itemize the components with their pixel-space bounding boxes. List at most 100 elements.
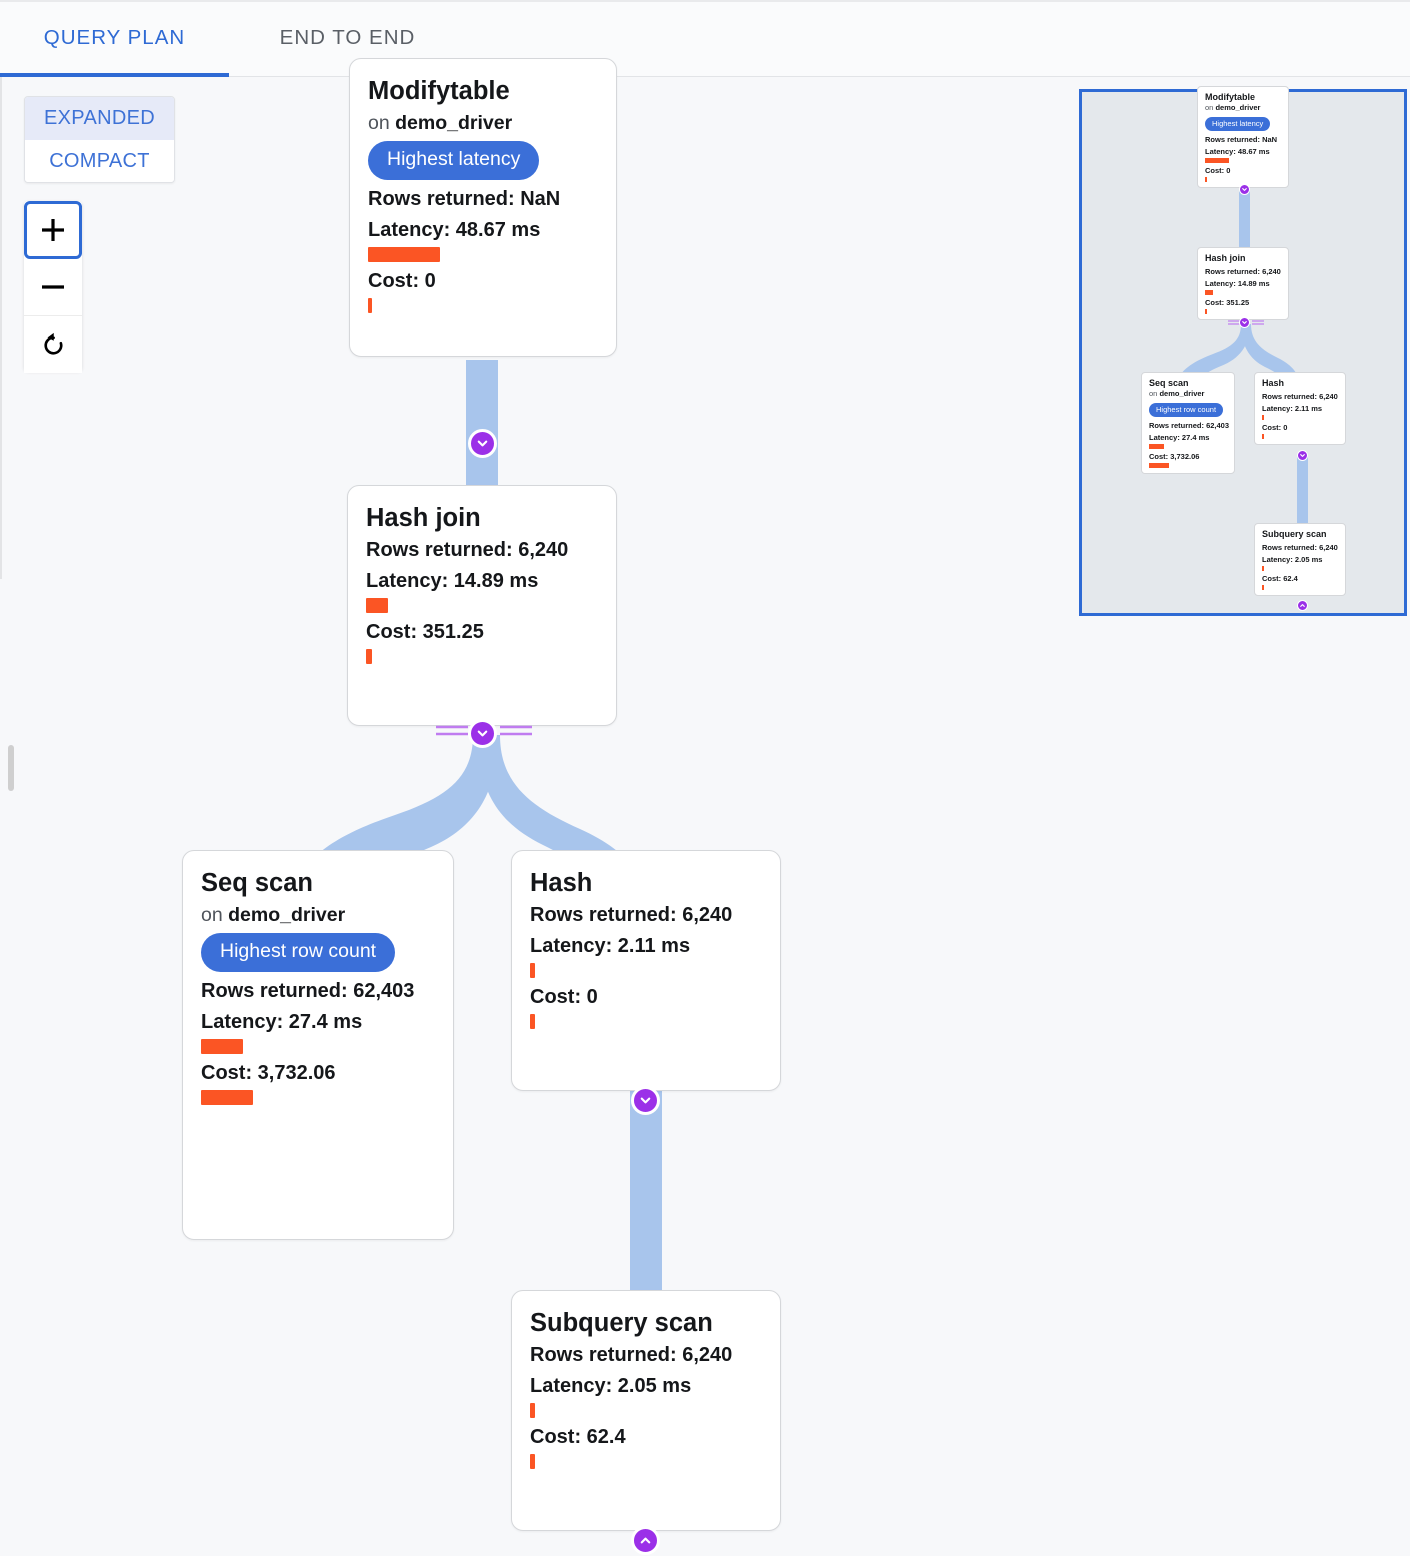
expand-handle-subquery-scan[interactable] bbox=[631, 1526, 660, 1555]
node-latency-bar bbox=[368, 246, 440, 262]
minimap-handle-subquery-scan bbox=[1297, 600, 1308, 611]
minimap-node-modifytable: Modifytable on demo_driver Highest laten… bbox=[1197, 86, 1289, 188]
chevron-down-icon bbox=[1300, 454, 1305, 457]
node-cost-bar bbox=[530, 1014, 535, 1030]
node-rows: Rows returned: NaN bbox=[1205, 135, 1278, 144]
minus-icon bbox=[42, 285, 64, 289]
minimap-handle-modifytable bbox=[1239, 184, 1250, 195]
node-title: Hash join bbox=[1205, 253, 1246, 263]
node-latency-bar bbox=[201, 1038, 243, 1054]
node-latency: Latency: 48.67 ms bbox=[1205, 147, 1270, 156]
node-relation-prefix: on bbox=[201, 904, 223, 927]
node-title: Hash bbox=[530, 869, 593, 897]
plan-node-hash[interactable]: Hash Rows returned: 6,240 Latency: 2.11 … bbox=[511, 850, 781, 1091]
node-cost: Cost: 0 bbox=[530, 986, 598, 1009]
node-latency: Latency: 14.89 ms bbox=[366, 570, 539, 593]
minimap-viewport[interactable]: Modifytable on demo_driver Highest laten… bbox=[1079, 86, 1407, 616]
node-relation: on demo_driver bbox=[1205, 103, 1282, 113]
node-cost-bar bbox=[530, 1454, 535, 1470]
node-cost-bar bbox=[1149, 463, 1169, 468]
node-cost: Cost: 351.25 bbox=[1205, 298, 1250, 308]
node-cost: Cost: 62.4 bbox=[530, 1426, 626, 1449]
node-title: Subquery scan bbox=[530, 1309, 713, 1337]
collapse-handle-hash[interactable] bbox=[631, 1086, 660, 1115]
minimap-handle-hash-join bbox=[1239, 317, 1250, 328]
node-cost: Cost: 62.4 bbox=[1262, 574, 1298, 584]
node-rows: Rows returned: 62,403 bbox=[1149, 421, 1230, 430]
node-title: Modifytable bbox=[368, 77, 510, 105]
chevron-up-icon bbox=[640, 1537, 651, 1544]
node-latency-bar bbox=[530, 1403, 535, 1419]
node-title: Seq scan bbox=[1149, 378, 1189, 388]
node-badge: Highest latency bbox=[1205, 117, 1271, 131]
node-relation-name: demo_driver bbox=[1159, 389, 1205, 399]
node-latency-bar bbox=[366, 598, 388, 614]
mode-expanded-button[interactable]: EXPANDED bbox=[25, 97, 174, 140]
canvas-drag-handle[interactable] bbox=[8, 745, 14, 791]
mode-compact-button[interactable]: COMPACT bbox=[25, 140, 174, 182]
node-relation-prefix: on bbox=[1205, 103, 1214, 113]
minimap-node-hash-join: Hash join Rows returned: 6,240 Latency: … bbox=[1197, 247, 1289, 321]
chevron-down-icon bbox=[477, 440, 488, 447]
node-latency-bar bbox=[1262, 566, 1264, 572]
node-cost: Cost: 3,732.06 bbox=[201, 1061, 336, 1084]
node-relation-name: demo_driver bbox=[1215, 103, 1261, 113]
node-latency: Latency: 2.05 ms bbox=[530, 1375, 692, 1398]
tab-bar: QUERY PLAN END TO END bbox=[0, 0, 1410, 77]
node-cost-bar bbox=[1262, 585, 1264, 591]
node-cost: Cost: 351.25 bbox=[366, 621, 484, 644]
node-cost: Cost: 0 bbox=[368, 269, 436, 292]
plan-node-modifytable[interactable]: Modifytable on demo_driver Highest laten… bbox=[349, 58, 617, 357]
chevron-down-icon bbox=[477, 730, 488, 737]
chevron-down-icon bbox=[1242, 188, 1247, 191]
node-latency-bar bbox=[1262, 415, 1264, 421]
node-relation: on demo_driver bbox=[368, 112, 598, 135]
collapse-handle-modifytable[interactable] bbox=[468, 429, 497, 458]
node-rows: Rows returned: NaN bbox=[368, 187, 561, 210]
node-rows: Rows returned: 6,240 bbox=[530, 904, 733, 927]
node-cost-bar bbox=[201, 1089, 253, 1105]
zoom-controls[interactable] bbox=[24, 201, 82, 373]
node-latency: Latency: 48.67 ms bbox=[368, 218, 541, 241]
chevron-down-icon bbox=[1242, 321, 1247, 324]
edge-hash-subquery bbox=[630, 1091, 662, 1292]
plan-node-hash-join[interactable]: Hash join Rows returned: 6,240 Latency: … bbox=[347, 485, 617, 726]
node-rows: Rows returned: 6,240 bbox=[530, 1344, 733, 1367]
node-latency: Latency: 27.4 ms bbox=[201, 1010, 363, 1033]
node-rows: Rows returned: 62,403 bbox=[201, 979, 415, 1002]
plan-node-seq-scan[interactable]: Seq scan on demo_driver Highest row coun… bbox=[182, 850, 454, 1240]
node-title: Seq scan bbox=[201, 869, 313, 897]
graph-canvas[interactable]: Modifytable on demo_driver Highest laten… bbox=[0, 58, 1410, 1556]
plan-node-subquery-scan[interactable]: Subquery scan Rows returned: 6,240 Laten… bbox=[511, 1290, 781, 1531]
node-latency: Latency: 2.05 ms bbox=[1262, 555, 1323, 565]
chevron-down-icon bbox=[640, 1097, 651, 1104]
node-rows: Rows returned: 6,240 bbox=[1262, 543, 1338, 553]
node-latency-bar bbox=[1205, 158, 1229, 163]
chevron-up-icon bbox=[1300, 604, 1305, 607]
tab-query-plan[interactable]: QUERY PLAN bbox=[43, 26, 186, 49]
reset-view-button[interactable] bbox=[24, 316, 82, 373]
tab-end-to-end[interactable]: END TO END bbox=[279, 26, 416, 49]
node-cost-bar bbox=[1262, 434, 1264, 440]
node-badge: Highest row count bbox=[1149, 403, 1224, 417]
node-title: Modifytable bbox=[1205, 92, 1256, 102]
node-cost-bar bbox=[1205, 177, 1207, 182]
node-cost-bar bbox=[368, 297, 372, 313]
node-relation: on demo_driver bbox=[201, 904, 435, 927]
layout-mode-toggle[interactable]: EXPANDED COMPACT bbox=[24, 96, 175, 183]
collapse-handle-hash-join[interactable] bbox=[468, 719, 497, 748]
zoom-in-button[interactable] bbox=[24, 201, 82, 259]
node-latency: Latency: 2.11 ms bbox=[530, 935, 691, 958]
mini-edge-hash-subquery bbox=[1297, 456, 1308, 526]
node-relation: on demo_driver bbox=[1149, 389, 1228, 399]
node-cost-bar bbox=[366, 649, 372, 665]
window-top-edge bbox=[0, 0, 1410, 2]
zoom-out-button[interactable] bbox=[24, 259, 82, 316]
node-latency: Latency: 14.89 ms bbox=[1205, 279, 1270, 289]
node-relation-prefix: on bbox=[1149, 389, 1158, 399]
node-rows: Rows returned: 6,240 bbox=[1262, 392, 1338, 402]
node-latency-bar bbox=[1149, 444, 1164, 449]
node-title: Hash bbox=[1262, 378, 1285, 388]
node-relation-name: demo_driver bbox=[228, 904, 346, 927]
minimap-handle-hash bbox=[1297, 450, 1308, 461]
